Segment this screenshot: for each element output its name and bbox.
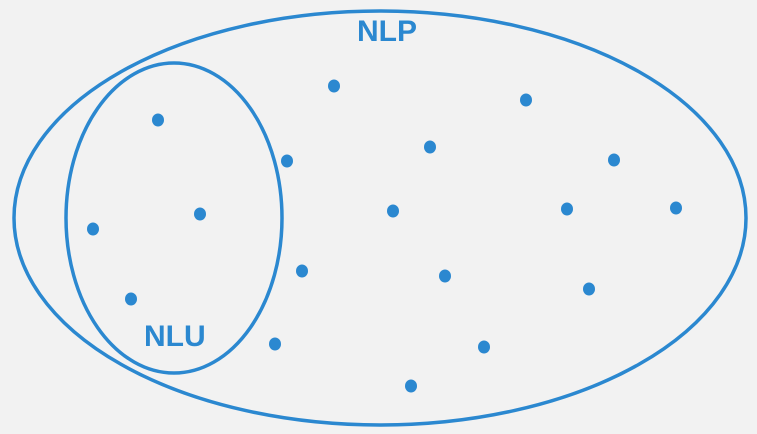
nlp-label: NLP (357, 15, 417, 48)
nlp-point (296, 264, 308, 278)
nlu-point (87, 222, 99, 236)
nlp-point (424, 140, 436, 154)
nlp-point (608, 153, 620, 167)
nlp-point (478, 340, 490, 354)
nlp-point (561, 202, 573, 216)
nlp-point (405, 379, 417, 393)
nlu-label: NLU (144, 320, 206, 353)
nlu-point (125, 292, 137, 306)
nlp-point (520, 93, 532, 107)
nlu-set-ellipse (64, 61, 284, 375)
nlp-point (269, 337, 281, 351)
nlp-point (387, 204, 399, 218)
nlp-point (328, 79, 340, 93)
nlp-point (281, 154, 293, 168)
nlp-point (583, 282, 595, 296)
nlp-point (439, 269, 451, 283)
nlp-set-ellipse (12, 9, 748, 427)
nlu-point (194, 207, 206, 221)
nlu-point (152, 113, 164, 127)
nlp-point (670, 201, 682, 215)
